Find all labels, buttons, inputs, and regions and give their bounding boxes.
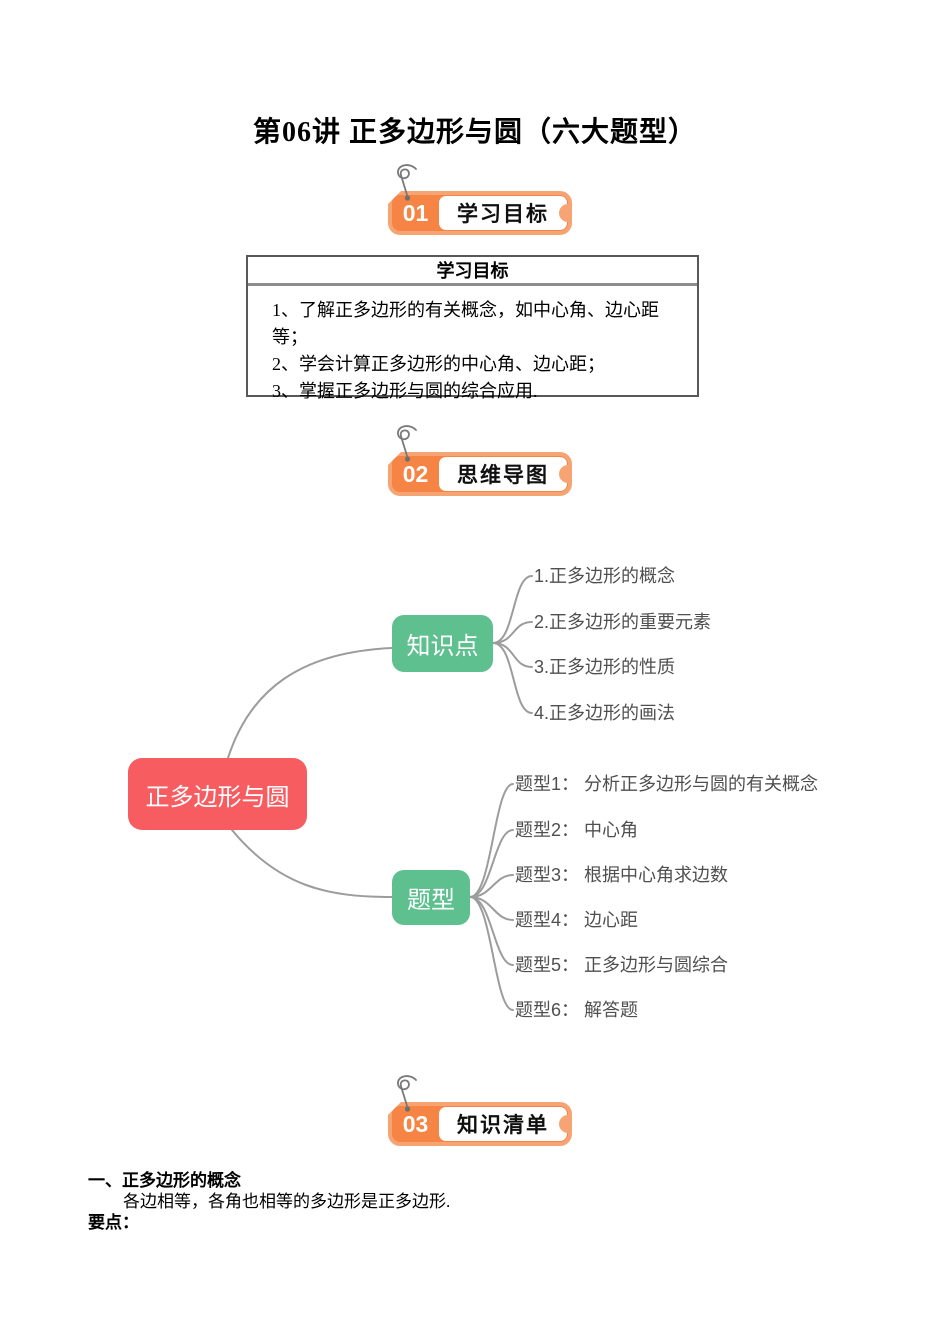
section-number: 03 — [402, 1110, 429, 1137]
badge-notch — [559, 204, 568, 222]
badge-pill: 知识清单 — [439, 1107, 568, 1141]
badge-notch — [559, 465, 568, 483]
mindmap-leaf: 题型4： 边心距 — [515, 910, 639, 930]
mindmap-leaf: 2.正多边形的重要元素 — [534, 612, 712, 632]
section-badge-mindmap: 02 思维导图 — [388, 425, 572, 496]
badge-notch — [559, 1115, 568, 1133]
objective-item: 3、掌握正多边形与圆的综合应用. — [272, 381, 538, 401]
mindmap-root-node: 正多边形与圆 — [128, 758, 307, 830]
badge-corner-cut — [388, 1102, 401, 1115]
section-number: 02 — [402, 460, 429, 487]
section-badge-learning-goals: 01 学习目标 — [388, 164, 572, 235]
spring-pin-icon — [397, 164, 417, 201]
mindmap-branch-question-types: 题型 — [392, 870, 470, 925]
knowledge-list-intro: 一、正多边形的概念 各边相等，各角也相等的多边形是正多边形. 要点： — [88, 1170, 450, 1233]
badge-body: 03 知识清单 — [388, 1075, 572, 1146]
badge-corner-cut — [388, 452, 401, 465]
knowledge-heading: 一、正多边形的概念 — [88, 1171, 241, 1190]
mindmap-leaf: 题型5： 正多边形与圆综合 — [515, 955, 729, 975]
knowledge-subheading: 要点： — [88, 1213, 139, 1232]
badge-body: 02 思维导图 — [388, 425, 572, 496]
section-label: 学习目标 — [457, 203, 549, 226]
mindmap-leaf: 题型3： 根据中心角求边数 — [515, 865, 729, 885]
badge-pill: 学习目标 — [439, 196, 568, 230]
spring-pin-icon — [397, 425, 417, 462]
mindmap-leaf: 题型1： 分析正多边形与圆的有关概念 — [515, 774, 819, 794]
section-label: 知识清单 — [457, 1114, 549, 1137]
knowledge-definition: 各边相等，各角也相等的多边形是正多边形. — [123, 1192, 451, 1211]
badge-body: 01 学习目标 — [388, 164, 572, 235]
mindmap-connector-lines — [227, 575, 533, 1011]
badge-pill: 思维导图 — [439, 457, 568, 491]
section-badge-knowledge-list: 03 知识清单 — [388, 1075, 572, 1146]
objective-item: 2、学会计算正多边形的中心角、边心距； — [272, 354, 605, 374]
mindmap-branch-knowledge: 知识点 — [392, 615, 493, 672]
section-label: 思维导图 — [457, 464, 549, 487]
badge-corner-cut — [388, 191, 401, 204]
mindmap-leaf: 1.正多边形的概念 — [534, 566, 676, 586]
mindmap-leaf: 3.正多边形的性质 — [534, 657, 676, 677]
section-number: 01 — [402, 199, 429, 226]
objective-item: 1、了解正多边形的有关概念，如中心角、边心距等； — [272, 300, 659, 347]
mindmap-leaf: 题型2： 中心角 — [515, 820, 639, 840]
mindmap-leaf: 4.正多边形的画法 — [534, 703, 676, 723]
table-header: 学习目标 — [248, 257, 697, 286]
mindmap-leaf: 题型6： 解答题 — [515, 1000, 639, 1020]
table-body: 1、了解正多边形的有关概念，如中心角、边心距等； 2、学会计算正多边形的中心角、… — [248, 286, 697, 405]
spring-pin-icon — [397, 1075, 417, 1112]
page-title: 第06讲 正多边形与圆（六大题型） — [252, 117, 697, 148]
learning-objectives-table: 学习目标 1、了解正多边形的有关概念，如中心角、边心距等； 2、学会计算正多边形… — [246, 255, 699, 401]
